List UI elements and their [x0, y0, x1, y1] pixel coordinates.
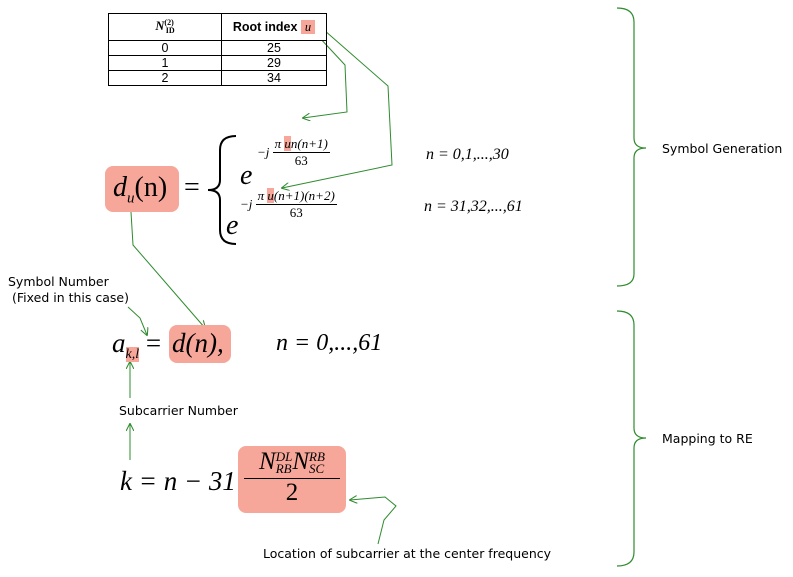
case2-exponent: −j π u(n+1)(n+2) 63: [240, 188, 337, 221]
table-cell-id: 0: [108, 40, 222, 56]
a-subscript: k,l: [125, 347, 140, 363]
n-dl-sub: RB: [275, 461, 292, 477]
brace-symbol-generation: [616, 7, 647, 287]
arrow-center-to-fraction: [350, 497, 397, 545]
du-n-box: [105, 166, 179, 212]
table-row: 2 34: [108, 70, 327, 86]
n-sc-sub: SC: [309, 461, 325, 477]
case2-u: u: [267, 188, 274, 203]
case2-fraction: π u(n+1)(n+2) 63: [255, 188, 337, 221]
table-row: 0 25: [108, 40, 327, 56]
k-fraction-box: [238, 446, 346, 513]
table-cell-root: 34: [221, 70, 327, 86]
case1-u: u: [284, 136, 291, 151]
case2-range: n = 31,32,...,61: [424, 198, 523, 215]
cases-brace: [207, 135, 237, 245]
case1-pi: π: [274, 136, 282, 151]
n-sc-symbol: N: [292, 448, 310, 475]
subcarrier-number-label: Subcarrier Number: [119, 403, 238, 418]
n-dl-sup: DL: [275, 449, 293, 465]
case1-rest: n(n+1): [290, 136, 328, 151]
case2-prefix: −j: [240, 196, 253, 212]
case2-pi: π: [257, 188, 265, 203]
case1-den: 63: [294, 153, 308, 168]
n-dl-symbol: N: [259, 448, 276, 475]
dn-rhs: d(n),: [172, 328, 224, 358]
n-id-symbol: N: [155, 18, 165, 33]
du-sub: u: [127, 190, 135, 207]
brace-mapping-to-re: [616, 310, 647, 567]
case2-e: e: [226, 210, 239, 241]
dn-box: [169, 325, 231, 363]
n-sc-sup: RB: [309, 449, 325, 465]
akl-eq: ak,l =: [112, 328, 161, 363]
center-location-label: Location of subcarrier at the center fre…: [263, 546, 552, 561]
symbol-number-label: Symbol Number: [8, 274, 109, 289]
table-cell-id: 2: [108, 70, 222, 86]
symbol-generation-label: Symbol Generation: [662, 141, 783, 156]
table-row: 1 29: [108, 55, 327, 71]
n-id-sub: ID: [165, 26, 175, 36]
root-index-var: u: [300, 20, 316, 34]
table-cell-root: 25: [221, 40, 327, 56]
n-id-sup: (2): [164, 17, 174, 27]
arrow-symbol-number: [127, 306, 147, 335]
k-eq-lhs: k = n − 31 +: [120, 466, 261, 496]
arrow-root-to-case2: [282, 29, 393, 188]
du-d: d: [113, 172, 127, 203]
case1-fraction: π un(n+1) 63: [272, 136, 330, 169]
table-header-row: N(2)ID Root index u: [108, 13, 327, 41]
a-equals: =: [145, 328, 162, 358]
header-root-index: Root index u: [221, 13, 327, 41]
eq2-range: n = 0,...,61: [276, 330, 383, 356]
header-id: N(2)ID: [108, 13, 222, 41]
du-arg: (n): [134, 172, 168, 203]
a-symbol: a: [112, 328, 126, 358]
arrow-root-to-case1: [303, 35, 348, 118]
case1-exponent: −j π un(n+1) 63: [257, 136, 330, 169]
case1-prefix: −j: [257, 144, 270, 160]
mapping-to-re-label: Mapping to RE: [662, 431, 753, 446]
arrow-du-to-dn: [130, 211, 205, 328]
case2-rest: (n+1)(n+2): [273, 188, 335, 203]
root-index-label: Root index: [232, 20, 298, 34]
table-cell-root: 29: [221, 55, 327, 71]
case2-den: 63: [289, 205, 303, 220]
case1-range: n = 0,1,...,30: [426, 146, 509, 163]
k-fraction-den: 2: [285, 479, 299, 506]
table-cell-id: 1: [108, 55, 222, 71]
root-index-table: N(2)ID Root index u 0 25 1 29 2 34: [108, 13, 327, 86]
fixed-case-label: (Fixed in this case): [12, 290, 130, 305]
du-equals: =: [184, 172, 200, 203]
du-n-lhs: du(n): [113, 172, 167, 208]
case1-e: e: [240, 160, 253, 191]
